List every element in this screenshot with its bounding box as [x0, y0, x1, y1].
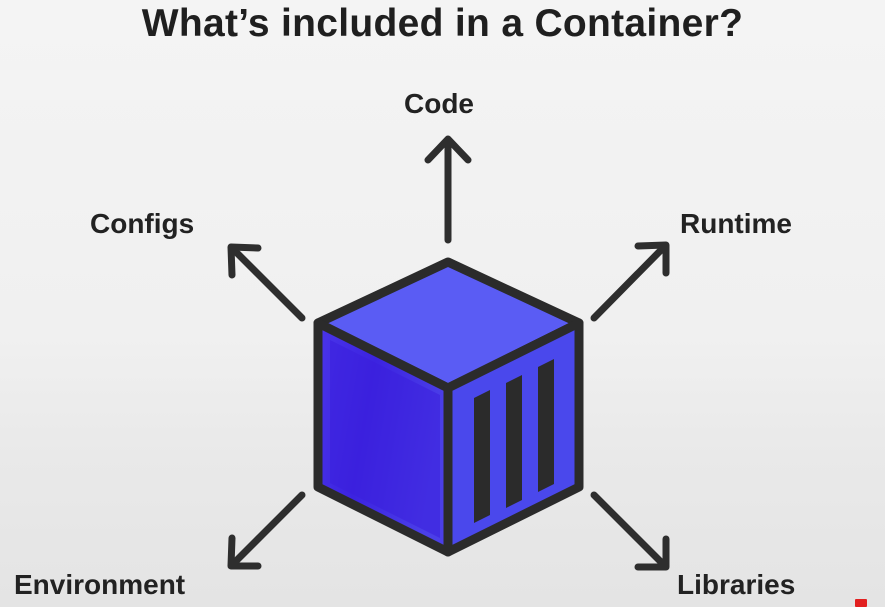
label-runtime: Runtime [680, 208, 792, 239]
arrow-down-left-icon [227, 491, 306, 570]
arrow-up-icon [424, 135, 472, 244]
container-front-panel [330, 340, 440, 538]
corner-badge-icon [855, 599, 867, 607]
label-code: Code [404, 88, 474, 119]
page-title: What’s included in a Container? [141, 2, 744, 45]
arrow-down-right-icon [590, 491, 670, 571]
label-environment: Environment [14, 569, 186, 600]
label-configs: Configs [90, 208, 195, 239]
container-door-bars [474, 359, 554, 523]
arrow-up-left-icon [227, 243, 306, 322]
arrow-up-right-icon [590, 241, 670, 322]
label-libraries: Libraries [677, 569, 796, 600]
